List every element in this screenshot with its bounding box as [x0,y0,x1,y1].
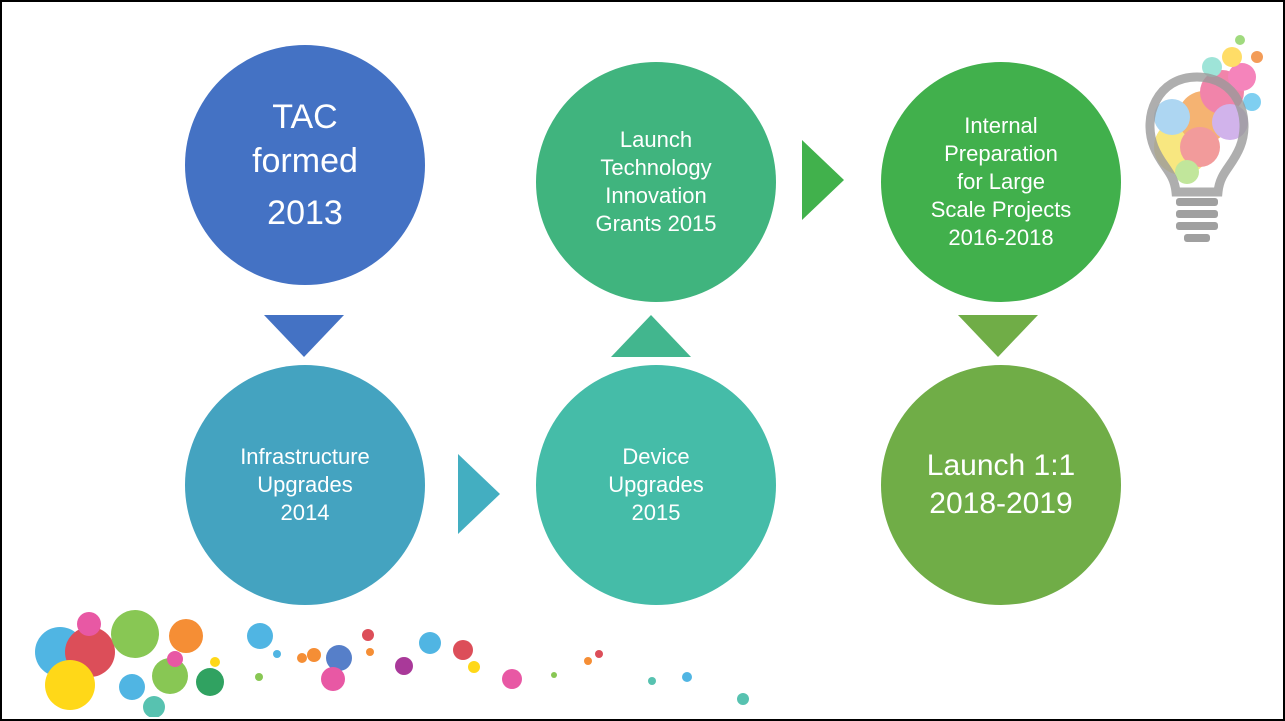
node-infrastructure-upgrades: Infrastructure Upgrades 2014 [185,365,425,605]
node-text-line: for Large [956,169,1046,194]
node-text-line: Scale Projects [930,197,1072,222]
node-text-line: Upgrades [608,472,704,497]
node-text-line: Internal [964,113,1038,138]
node-text-line: Launch [619,127,693,152]
node-text-line: TAC [272,98,338,136]
node-text-line: 2013 [267,194,343,232]
colorful-dots-decoration [35,610,749,717]
node-text-line: Innovation [605,183,707,208]
node-text-line: Infrastructure [240,444,370,469]
arrow-right-icon [802,140,844,220]
arrow-up-icon [611,315,691,357]
node-text-line: Grants 2015 [595,211,717,236]
node-launch-one-to-one: Launch 1:1 2018-2019 [881,365,1121,605]
lightbulb-icon [1145,35,1263,242]
node-internal-preparation: Internal Preparation for Large Scale Pro… [881,62,1121,302]
node-launch-grants: Launch Technology Innovation Grants 2015 [536,62,776,302]
node-text-line: Technology [600,155,712,180]
node-text-line: Device [622,444,690,469]
node-text-line: 2018-2019 [929,487,1073,520]
node-text-line: 2016-2018 [948,225,1054,250]
node-text-line: 2014 [280,500,330,525]
arrow-right-icon [458,454,500,534]
node-text-line: formed [252,142,358,180]
node-text-line: Preparation [944,141,1058,166]
node-device-upgrades: Device Upgrades 2015 [536,365,776,605]
arrow-down-icon [264,315,344,357]
arrow-down-icon [958,315,1038,357]
node-tac-formed: TAC formed 2013 [185,45,425,285]
node-text-line: 2015 [631,500,681,525]
node-text-line: Upgrades [257,472,353,497]
node-text-line: Launch 1:1 [926,449,1076,482]
